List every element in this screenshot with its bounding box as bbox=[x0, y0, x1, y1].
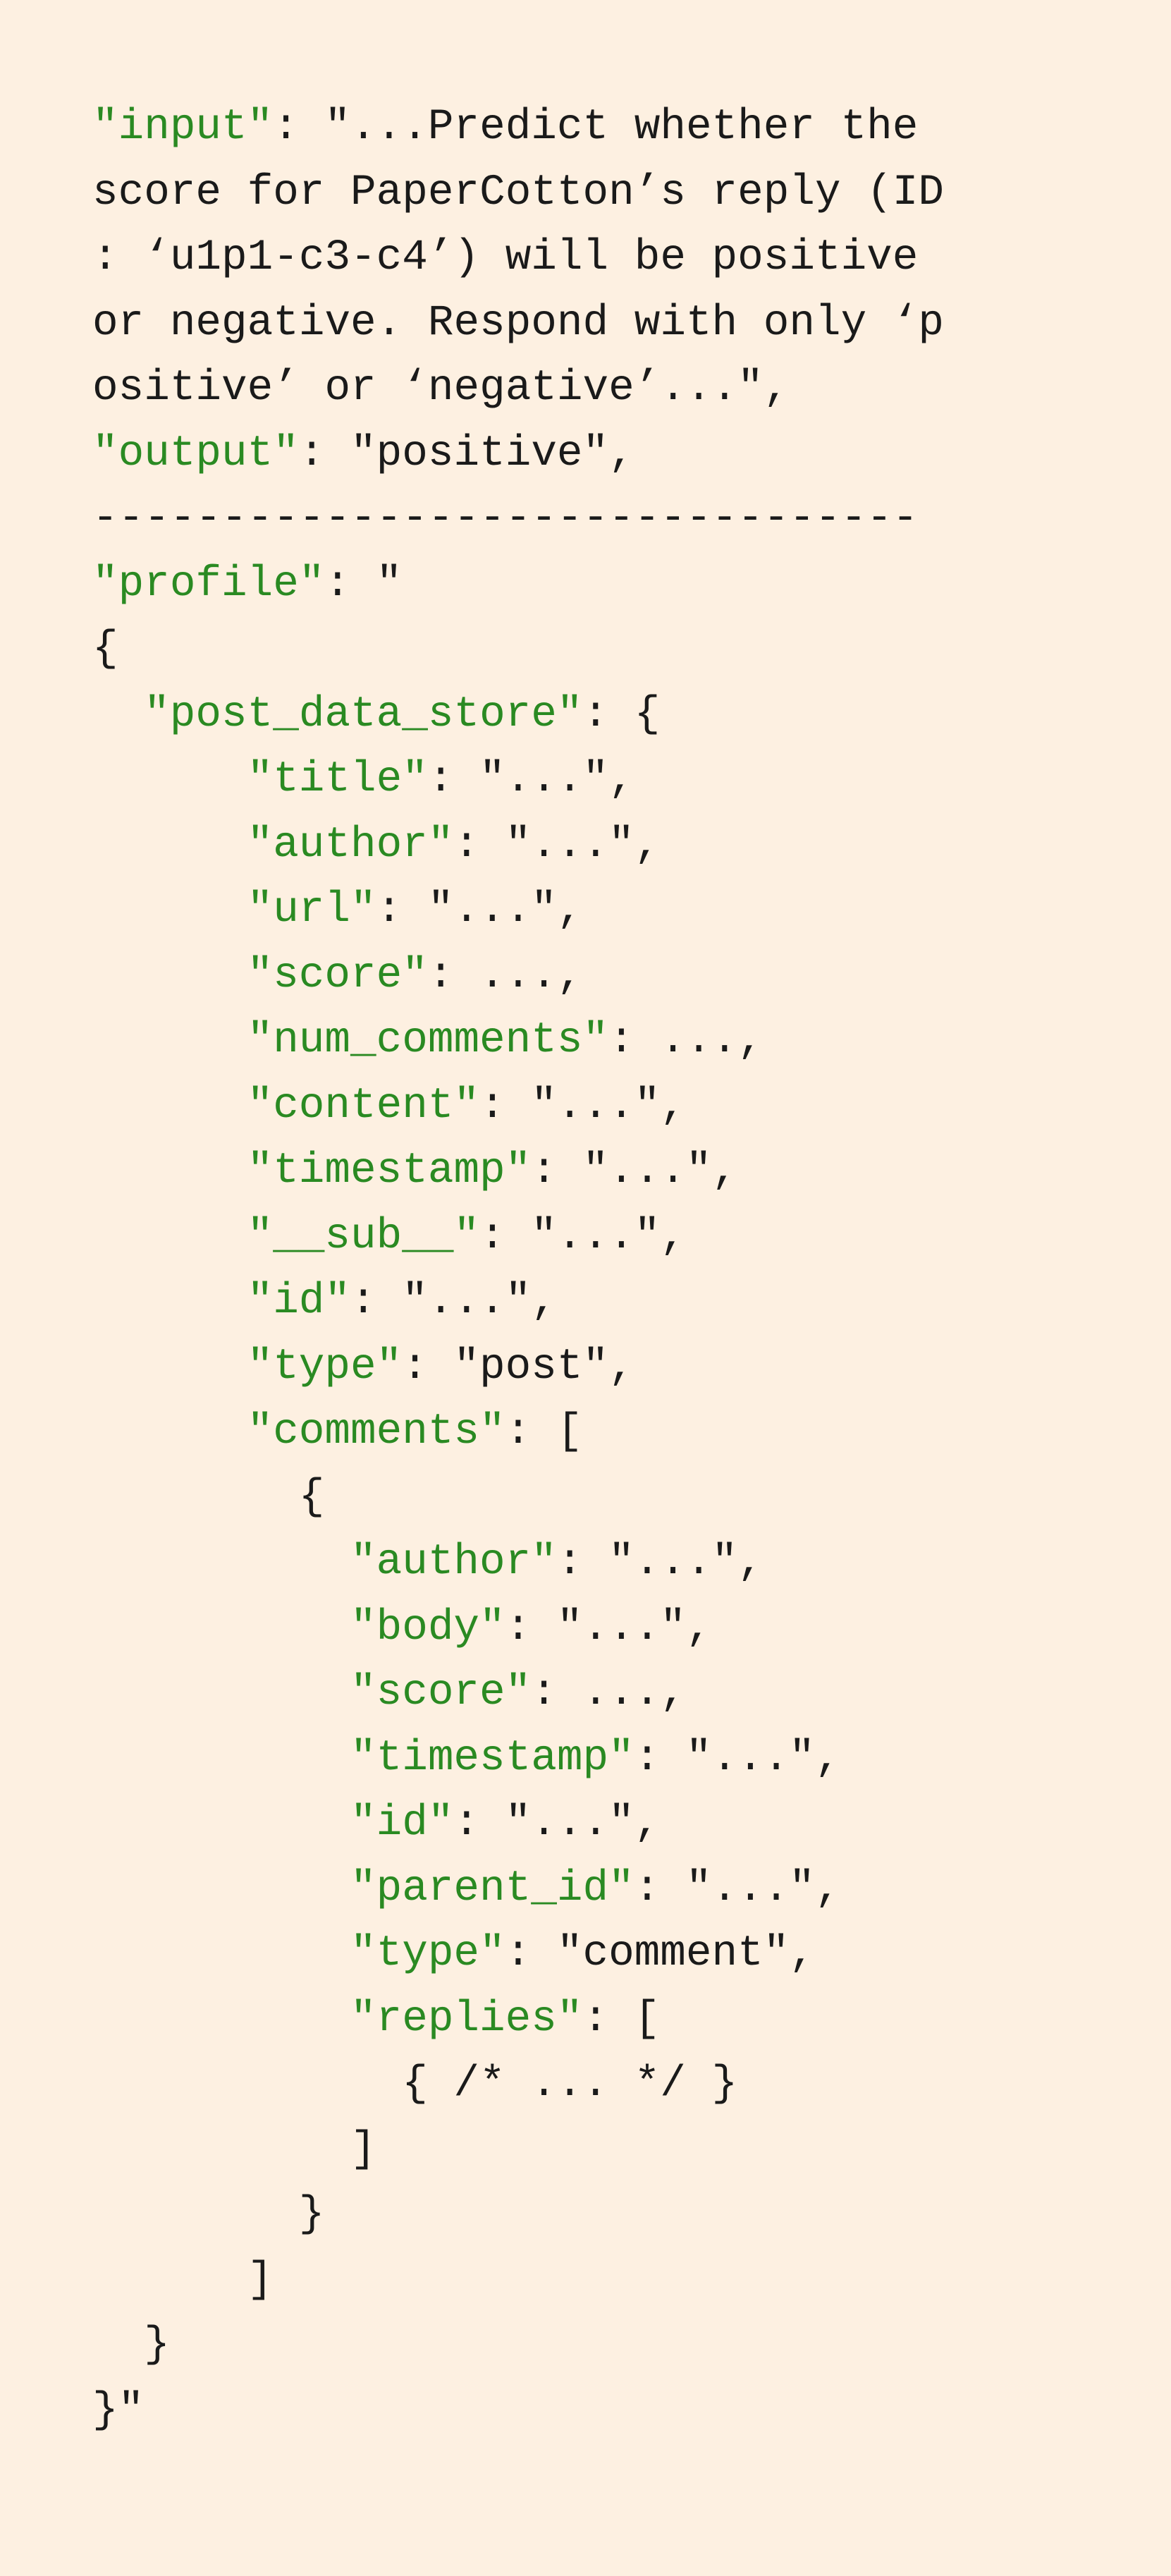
json-value: : "...", bbox=[634, 1733, 841, 1783]
json-key: "timestamp" bbox=[350, 1733, 634, 1783]
json-key: "replies" bbox=[350, 1994, 583, 2044]
json-value: : [ bbox=[582, 1994, 661, 2044]
code-line: -------------------------------- bbox=[92, 487, 944, 552]
json-value: : "post", bbox=[402, 1342, 634, 1391]
code-line: "comments": [ bbox=[92, 1400, 944, 1465]
code-line: "output": "positive", bbox=[92, 422, 944, 487]
code-line: "profile": " bbox=[92, 552, 944, 618]
json-key: "input" bbox=[92, 103, 274, 152]
code-line: "timestamp": "...", bbox=[92, 1726, 944, 1792]
json-value: } bbox=[144, 2321, 170, 2369]
json-key: "score" bbox=[350, 1668, 532, 1717]
code-line: "score": ..., bbox=[92, 944, 944, 1009]
json-value: : "...", bbox=[479, 1081, 686, 1130]
json-key: "author" bbox=[247, 820, 454, 869]
code-line: "type": "post", bbox=[92, 1335, 944, 1400]
code-line: "author": "...", bbox=[92, 813, 944, 879]
json-value: or negative. Respond with only ‘p bbox=[92, 298, 944, 348]
code-line: "id": "...", bbox=[92, 1791, 944, 1857]
json-value: : "...Predict whether the bbox=[273, 103, 919, 152]
json-value: : "...", bbox=[453, 1799, 661, 1848]
json-key: "title" bbox=[247, 755, 428, 804]
code-line: "post_data_store": { bbox=[92, 683, 944, 748]
code-line: "title": "...", bbox=[92, 747, 944, 813]
code-line: { bbox=[92, 1465, 944, 1531]
json-key: "type" bbox=[247, 1342, 403, 1391]
json-value: score for PaperCotton’s reply (ID bbox=[92, 168, 944, 217]
code-line: }" bbox=[92, 2379, 944, 2444]
json-key: "timestamp" bbox=[247, 1147, 532, 1195]
json-value: } bbox=[298, 2190, 325, 2239]
code-line: "author": "...", bbox=[92, 1530, 944, 1596]
json-value: : ..., bbox=[427, 951, 583, 1000]
code-line: "type": "comment", bbox=[92, 1922, 944, 1987]
code-line: "num_comments": ..., bbox=[92, 1008, 944, 1074]
json-key: "parent_id" bbox=[350, 1864, 634, 1913]
json-value: : [ bbox=[505, 1408, 583, 1456]
json-value: : "...", bbox=[479, 1211, 686, 1261]
json-value: : "...", bbox=[453, 820, 661, 869]
json-key: "author" bbox=[350, 1538, 557, 1587]
json-value: : "...", bbox=[556, 1538, 764, 1587]
code-line: } bbox=[92, 2183, 944, 2248]
code-line: "body": "...", bbox=[92, 1596, 944, 1661]
code-line: or negative. Respond with only ‘p bbox=[92, 291, 944, 357]
json-value: : ‘u1p1-c3-c4’) will be positive bbox=[92, 233, 919, 282]
json-key: "id" bbox=[247, 1277, 351, 1326]
json-value: : { bbox=[582, 690, 661, 739]
code-line: "content": "...", bbox=[92, 1074, 944, 1140]
json-value: }" bbox=[92, 2386, 145, 2435]
json-value: ] bbox=[350, 2125, 376, 2174]
code-line: score for PaperCotton’s reply (ID bbox=[92, 161, 944, 226]
json-value: : "comment", bbox=[505, 1929, 815, 1978]
code-line: } bbox=[92, 2313, 944, 2379]
code-line: "parent_id": "...", bbox=[92, 1857, 944, 1922]
json-value: : ..., bbox=[531, 1668, 686, 1717]
code-line: ositive’ or ‘negative’...", bbox=[92, 356, 944, 422]
json-value: { bbox=[92, 625, 118, 673]
code-line: { bbox=[92, 617, 944, 683]
json-value: { bbox=[298, 1472, 325, 1522]
code-line: "__sub__": "...", bbox=[92, 1204, 944, 1270]
json-key: "post_data_store" bbox=[144, 690, 583, 739]
json-key: "comments" bbox=[247, 1408, 505, 1456]
json-value: : "...", bbox=[505, 1603, 712, 1652]
json-value: : "positive", bbox=[298, 429, 634, 478]
code-line: "replies": [ bbox=[92, 1987, 944, 2053]
json-key: "output" bbox=[92, 429, 299, 478]
json-value: : "...", bbox=[350, 1277, 557, 1326]
json-key: "__sub__" bbox=[247, 1211, 480, 1261]
code-line: "timestamp": "...", bbox=[92, 1139, 944, 1204]
json-key: "url" bbox=[247, 886, 376, 934]
json-value: : "...", bbox=[376, 886, 583, 934]
json-value: ] bbox=[247, 2255, 274, 2305]
code-line: "score": ..., bbox=[92, 1661, 944, 1726]
json-key: "score" bbox=[247, 951, 428, 1000]
json-key: "id" bbox=[350, 1799, 454, 1848]
json-key: "num_comments" bbox=[247, 1016, 609, 1065]
json-value: : "...", bbox=[634, 1864, 841, 1913]
json-key: "body" bbox=[350, 1603, 505, 1652]
json-value: -------------------------------- bbox=[92, 494, 919, 543]
code-line: { /* ... */ } bbox=[92, 2052, 944, 2118]
code-line: ] bbox=[92, 2248, 944, 2314]
code-line: "input": "...Predict whether the bbox=[92, 95, 944, 161]
json-key: "profile" bbox=[92, 559, 325, 609]
json-value: : "...", bbox=[427, 755, 634, 804]
json-key: "type" bbox=[350, 1929, 505, 1978]
json-value: { /* ... */ } bbox=[402, 2060, 738, 2108]
json-value: ositive’ or ‘negative’...", bbox=[92, 364, 790, 413]
json-value: : ..., bbox=[608, 1016, 764, 1065]
json-key: "content" bbox=[247, 1081, 480, 1130]
code-line: "url": "...", bbox=[92, 878, 944, 944]
code-block: "input": "...Predict whether the score fo… bbox=[92, 95, 944, 2443]
code-line: : ‘u1p1-c3-c4’) will be positive bbox=[92, 226, 944, 291]
json-value: : "...", bbox=[531, 1147, 738, 1195]
json-value: : " bbox=[324, 559, 403, 609]
code-line: ] bbox=[92, 2118, 944, 2183]
code-line: "id": "...", bbox=[92, 1269, 944, 1335]
